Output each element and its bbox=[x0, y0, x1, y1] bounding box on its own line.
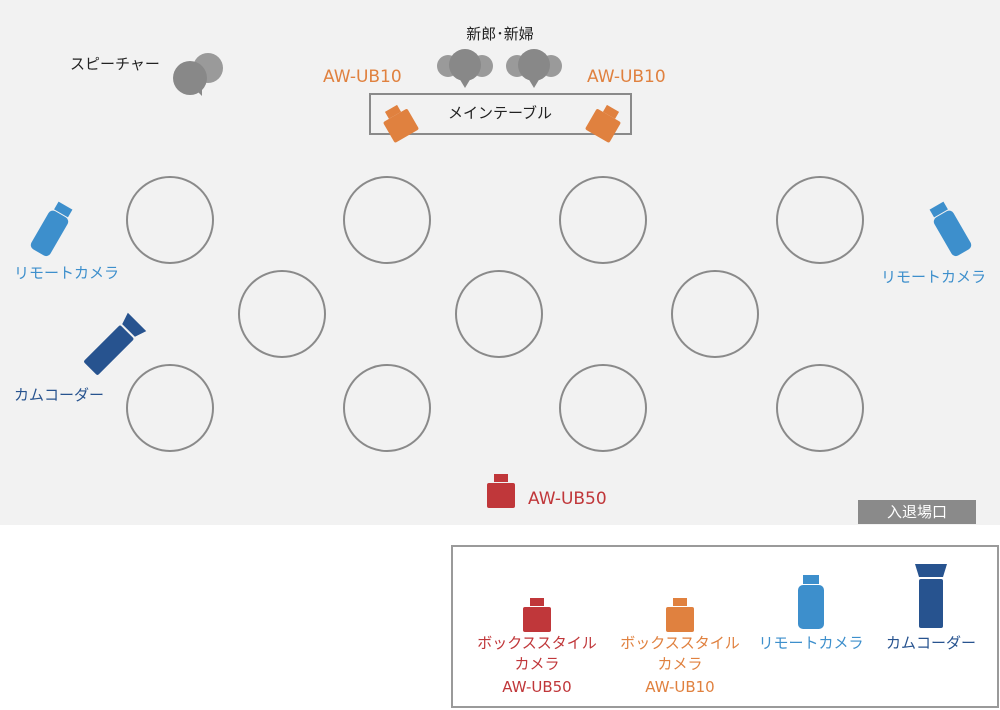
guest-table bbox=[343, 364, 431, 452]
remote-camera-right-label: リモートカメラ bbox=[881, 268, 987, 286]
legend-item-ub50-line3: AW-UB50 bbox=[502, 678, 572, 696]
legend-item-ub10-line1: ボックススタイル bbox=[620, 634, 740, 652]
guest-table bbox=[126, 176, 214, 264]
guest-table bbox=[671, 270, 759, 358]
legend: ボックススタイル カメラ AW-UB50 ボックススタイル カメラ AW-UB1… bbox=[451, 545, 999, 708]
guest-table bbox=[776, 176, 864, 264]
camcorder-label: カムコーダー bbox=[14, 386, 105, 404]
guest-table bbox=[238, 270, 326, 358]
guest-table bbox=[343, 176, 431, 264]
remote-camera-left-label: リモートカメラ bbox=[14, 264, 120, 282]
legend-item-camcorder-label: カムコーダー bbox=[885, 634, 977, 652]
legend-item-ub50-line1: ボックススタイル bbox=[477, 634, 597, 652]
ub10-right-label: AW-UB10 bbox=[587, 67, 666, 87]
main-table-label: メインテーブル bbox=[447, 104, 553, 122]
guest-table bbox=[559, 176, 647, 264]
camcorder-icon bbox=[84, 312, 147, 375]
legend-item-ub10-line3: AW-UB10 bbox=[645, 678, 715, 696]
box-camera-icon bbox=[523, 598, 551, 632]
guest-table bbox=[559, 364, 647, 452]
ub50-label: AW-UB50 bbox=[528, 489, 607, 509]
remote-camera-icon bbox=[30, 201, 73, 257]
guest-table bbox=[126, 364, 214, 452]
bride-groom-person-icon bbox=[437, 49, 493, 88]
remote-camera-icon bbox=[929, 201, 972, 257]
remote-camera-icon bbox=[798, 575, 824, 629]
main-table bbox=[369, 93, 632, 135]
legend-item-remote-camera-label: リモートカメラ bbox=[758, 634, 864, 652]
speaker-label: スピーチャー bbox=[70, 55, 160, 73]
box-camera-icon bbox=[383, 104, 419, 143]
legend-item-ub50-line2: カメラ bbox=[514, 655, 560, 673]
speech-bubbles-icon bbox=[173, 53, 223, 96]
entrance-badge: 入退場口 bbox=[858, 500, 976, 524]
legend-item-ub10-line2: カメラ bbox=[657, 655, 703, 673]
box-camera-icon bbox=[666, 598, 694, 632]
box-camera-icon bbox=[487, 474, 515, 508]
bride-groom-person-icon bbox=[506, 49, 562, 88]
camcorder-icon bbox=[915, 564, 947, 628]
guest-table bbox=[455, 270, 543, 358]
guest-table bbox=[776, 364, 864, 452]
ub10-left-label: AW-UB10 bbox=[323, 67, 402, 87]
floor-plan: スピーチャー 新郎･新婦 AW-UB10 AW-UB10 メインテーブル bbox=[0, 0, 1000, 525]
bride-groom-label: 新郎･新婦 bbox=[466, 25, 534, 43]
box-camera-icon bbox=[585, 104, 621, 143]
